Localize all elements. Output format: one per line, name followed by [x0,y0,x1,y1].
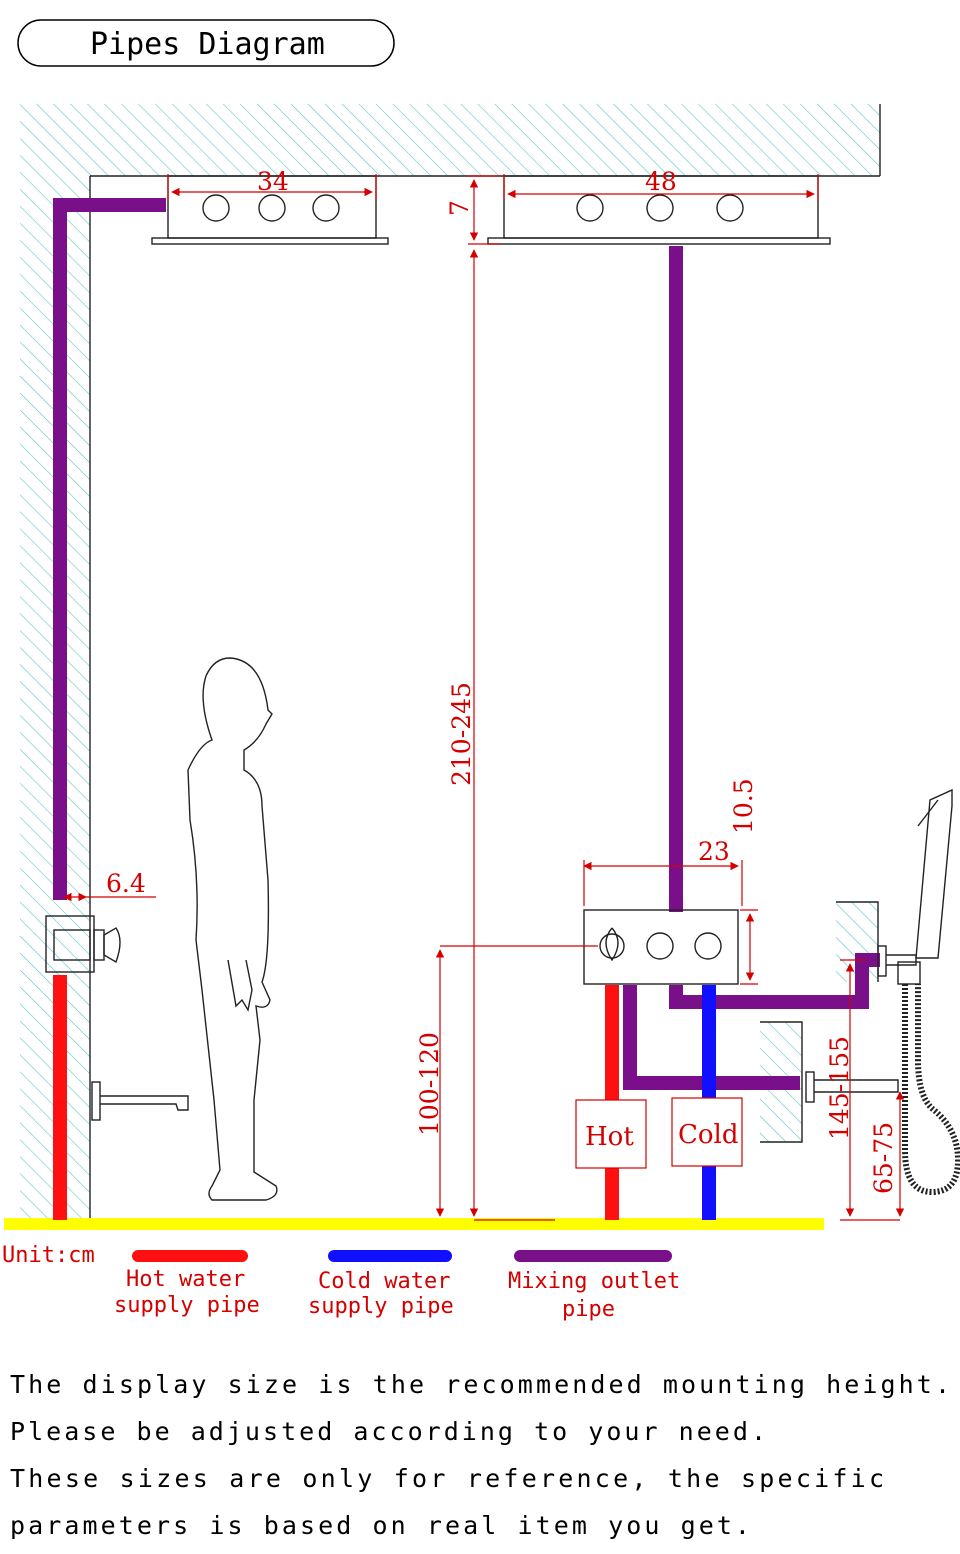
main-valve [583,909,739,985]
legend-item-hot: Hot water supply pipe [114,1250,260,1318]
hot-box-label: Hot [585,1122,634,1152]
dimension-lines [63,174,905,1221]
left-wall-valve [45,915,121,973]
legend-item-mix: Mixing outlet pipe [508,1250,680,1322]
hand-shower [886,788,960,1196]
legend-mix-line2: pipe [562,1297,615,1322]
cold-box: Cold [671,1097,743,1167]
dim-small-head-width: 34 [257,167,289,196]
dim-large-head-width: 48 [645,167,677,196]
note-line-4: parameters is based on real item you get… [10,1511,750,1540]
legend-mix-line1: Mixing outlet [508,1269,680,1294]
title-banner: Pipes Diagram [17,19,395,67]
dim-spout-height: 65-75 [869,1122,898,1194]
unit-label: Unit:cm [2,1243,95,1268]
bath-spout [91,1081,189,1121]
dim-valve-width: 23 [698,837,730,866]
cold-box-label: Cold [678,1120,739,1150]
dim-valve-depth: 10.5 [729,778,758,834]
dim-valve-height: 100-120 [415,1032,444,1136]
hot-box: Hot [575,1099,647,1169]
legend-cold-line1: Cold water [318,1269,450,1294]
human-figure [187,657,278,1201]
dim-wall-offset: 6.4 [106,869,146,898]
mixing-pipes [53,198,880,1090]
shower-head-large [487,175,831,245]
note-line-2: Please be adjusted according to your nee… [10,1417,766,1446]
legend: Hot water supply pipe Cold water supply … [114,1250,680,1322]
dim-head-thickness: 7 [445,200,474,216]
legend-item-cold: Cold water supply pipe [308,1250,454,1319]
legend-hot-line1: Hot water [126,1267,245,1292]
note-line-1: The display size is the recommended moun… [10,1370,950,1399]
page-title: Pipes Diagram [90,27,325,62]
notes: The display size is the recommended moun… [10,1370,950,1540]
dim-side-outlet-height: 145-155 [825,1036,854,1140]
legend-hot-line2: supply pipe [114,1293,260,1318]
hot-pipes [53,975,619,1220]
dim-head-height: 210-245 [447,682,476,786]
ceiling [20,104,881,177]
floor-line [4,1218,824,1230]
legend-cold-line2: supply pipe [308,1294,454,1319]
side-outlet [805,945,899,1103]
note-line-3: These sizes are only for reference, the … [10,1464,884,1493]
